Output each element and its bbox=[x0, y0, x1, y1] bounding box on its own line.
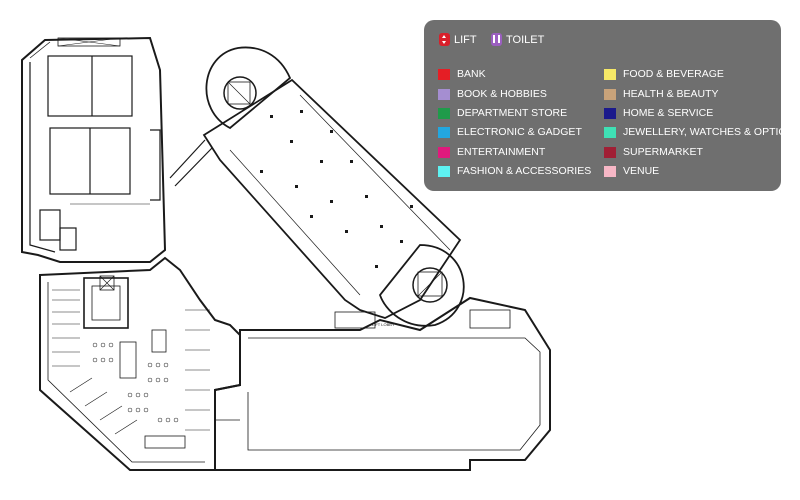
legend-book-hobbies-label: BOOK & HOBBIES bbox=[457, 88, 547, 100]
legend-electronic-gadget-label: ELECTRONIC & GADGET bbox=[457, 126, 582, 138]
legend-home-service: HOME & SERVICE bbox=[604, 107, 713, 119]
legend-health-beauty: HEALTH & BEAUTY bbox=[604, 88, 719, 100]
lift-lobby-label: LIFT LOBBY bbox=[372, 322, 395, 327]
legend-department-store: DEPARTMENT STORE bbox=[438, 107, 567, 119]
legend-jewellery-watches-optics: JEWELLERY, WATCHES & OPTICS bbox=[604, 126, 793, 138]
legend-department-store-label: DEPARTMENT STORE bbox=[457, 107, 568, 119]
jewellery-watches-optics-swatch bbox=[604, 126, 616, 138]
legend-venue-label: VENUE bbox=[623, 165, 660, 177]
legend-supermarket-label: SUPERMARKET bbox=[623, 146, 703, 158]
legend-bank: BANK bbox=[438, 68, 486, 80]
department-store-swatch bbox=[438, 107, 450, 119]
legend-food-beverage-label: FOOD & BEVERAGE bbox=[623, 68, 724, 80]
legend-supermarket: SUPERMARKET bbox=[604, 146, 703, 158]
legend-venue: VENUE bbox=[604, 165, 659, 177]
south-east-hall bbox=[214, 296, 551, 471]
legend-entertainment-label: ENTERTAINMENT bbox=[457, 146, 546, 158]
diagonal-wing bbox=[169, 78, 462, 319]
lift-legend-label: LIFT bbox=[454, 33, 477, 46]
food-beverage-swatch bbox=[604, 68, 616, 80]
south-atrium bbox=[378, 244, 465, 327]
legend-fashion-accessories-label: FASHION & ACCESSORIES bbox=[457, 165, 592, 177]
venue-swatch bbox=[604, 165, 616, 177]
electronic-gadget-swatch bbox=[438, 126, 450, 138]
legend-home-service-label: HOME & SERVICE bbox=[623, 107, 714, 119]
legend-bank-label: BANK bbox=[457, 68, 486, 80]
lift-icon bbox=[439, 33, 450, 46]
legend-entertainment: ENTERTAINMENT bbox=[438, 146, 545, 158]
health-beauty-swatch bbox=[604, 88, 616, 100]
legend-health-beauty-label: HEALTH & BEAUTY bbox=[623, 88, 719, 100]
legend-book-hobbies: BOOK & HOBBIES bbox=[438, 88, 547, 100]
lift-legend-item: LIFT bbox=[439, 33, 477, 46]
toilet-legend-label: TOILET bbox=[506, 33, 545, 46]
fashion-accessories-swatch bbox=[438, 165, 450, 177]
south-west-block bbox=[39, 256, 241, 471]
toilet-icon bbox=[491, 33, 502, 46]
legend-jewellery-watches-optics-label: JEWELLERY, WATCHES & OPTICS bbox=[623, 126, 793, 138]
north-atrium bbox=[205, 46, 292, 130]
entertainment-swatch bbox=[438, 146, 450, 158]
bank-swatch bbox=[438, 68, 450, 80]
home-service-swatch bbox=[604, 107, 616, 119]
north-west-block bbox=[21, 36, 167, 263]
legend-food-beverage: FOOD & BEVERAGE bbox=[604, 68, 724, 80]
legend-electronic-gadget: ELECTRONIC & GADGET bbox=[438, 126, 582, 138]
map-legend: LIFT TOILET BANK BOOK & HOBBIES DEPARTME… bbox=[424, 20, 793, 191]
legend-fashion-accessories: FASHION & ACCESSORIES bbox=[438, 165, 591, 177]
supermarket-swatch bbox=[604, 146, 616, 158]
book-hobbies-swatch bbox=[438, 88, 450, 100]
toilet-legend-item: TOILET bbox=[491, 33, 544, 46]
